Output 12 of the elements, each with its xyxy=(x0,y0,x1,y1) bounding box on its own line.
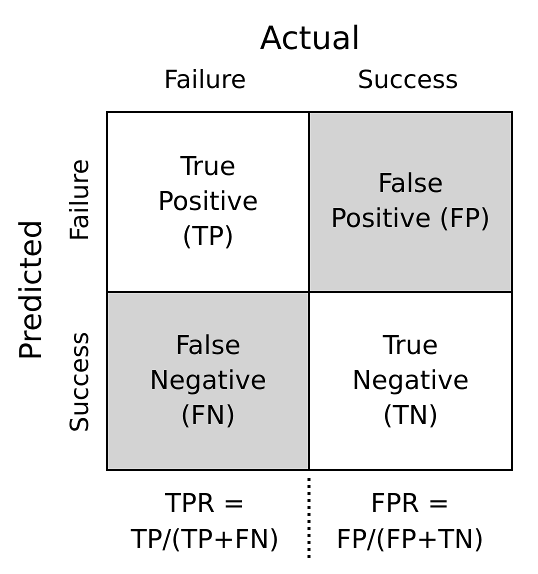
axis-title: Actual xyxy=(260,18,360,58)
cell-text: True Negative (TN) xyxy=(351,330,470,432)
cell-text: True Positive (TP) xyxy=(156,150,260,254)
formula-text: FPR = FP/(FP+TN) xyxy=(335,488,485,557)
axis-title: Predicted xyxy=(14,220,50,360)
cell-text: False Positive (FP) xyxy=(330,168,490,236)
formula-text: TPR = TP/(TP+FN) xyxy=(130,488,280,557)
row-header: Failure xyxy=(65,158,95,242)
cell-text: False Negative (FN) xyxy=(148,330,268,432)
row-header: Success xyxy=(65,332,95,432)
column-header: Failure xyxy=(164,65,246,95)
column-header: Success xyxy=(358,65,458,95)
